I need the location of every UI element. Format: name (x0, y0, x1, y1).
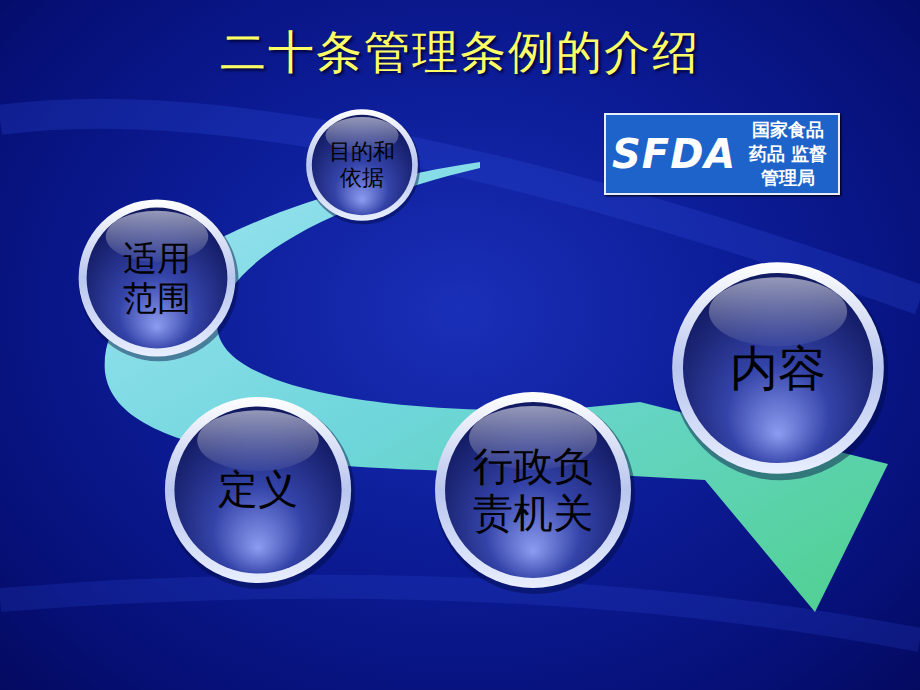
sphere-label: 适用 范围 (121, 238, 193, 318)
logo-text: 国家食品药品 监督管理局 (744, 118, 832, 191)
sphere-node: 目的和 依据 (305, 108, 419, 222)
sphere-content: 适用 范围 (77, 198, 237, 358)
agency-logo: SFDA国家食品药品 监督管理局 (604, 113, 840, 195)
sphere-content: 目的和 依据 (305, 108, 419, 222)
sphere-node: 定义 (163, 395, 353, 585)
logo-mark: SFDA (612, 131, 736, 177)
sphere-label: 定义 (218, 466, 298, 513)
sphere-label: 内容 (730, 340, 826, 397)
slide-title: 二十条管理条例的介绍 (0, 22, 920, 84)
sphere-content: 内容 (670, 260, 886, 476)
sphere-label: 目的和 依据 (327, 139, 397, 191)
sphere-node: 行政负 责机关 (433, 390, 633, 590)
sphere-content: 行政负 责机关 (433, 390, 633, 590)
sphere-node: 内容 (670, 260, 886, 476)
curved-arrow (105, 162, 888, 612)
sphere-node: 适用 范围 (77, 198, 237, 358)
sphere-content: 定义 (163, 395, 353, 585)
sphere-label: 行政负 责机关 (471, 443, 595, 537)
